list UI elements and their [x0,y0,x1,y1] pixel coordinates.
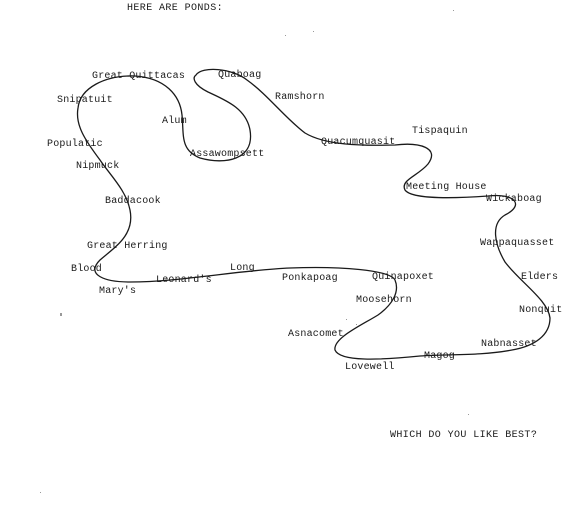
pond-label-leonards: Leonard's [156,275,212,286]
pond-label-nipmuck: Nipmuck [76,161,120,172]
pond-label-alum: Alum [162,116,187,127]
pond-label-asnacomet: Asnacomet [288,329,344,340]
pond-label-wappaquasset: Wappaquasset [480,238,555,249]
pond-label-ramshorn: Ramshorn [275,92,325,103]
pond-label-nabnasset: Nabnasset [481,339,537,350]
paper-speck [356,324,357,325]
pond-label-blood: Blood [71,264,103,275]
pond-label-quaboag: Quaboag [218,70,262,81]
pond-label-marys: Mary's [99,286,137,297]
paper-speck [40,492,41,493]
pond-label-moosehorn: Moosehorn [356,295,412,306]
paper-speck [60,313,62,316]
pond-label-ponkapoag: Ponkapoag [282,273,338,284]
paper-speck [468,414,469,415]
pond-label-lovewell: Lovewell [345,362,395,373]
pond-label-wickaboag: Wickaboag [486,194,542,205]
paper-speck [313,31,314,32]
pond-label-quinapoxet: Quinapoxet [372,272,435,283]
pond-label-assawompsett: Assawompsett [190,149,265,160]
header-title: HERE ARE PONDS: [127,3,224,14]
pond-label-populatic: Populatic [47,139,103,150]
footer-question: WHICH DO YOU LIKE BEST? [390,430,538,441]
pond-label-great-quittacas: Great Quittacas [92,71,186,82]
paper-speck [453,10,454,11]
pond-route-line [76,68,551,360]
paper-speck [285,35,286,36]
pond-label-great-herring: Great Herring [87,241,168,252]
paper-speck [346,319,347,320]
pond-label-magog: Magog [424,351,456,362]
pond-label-long: Long [230,263,255,274]
pond-label-quacumquasit: Quacumquasit [321,137,396,148]
pond-label-meeting-house: Meeting House [406,182,487,193]
pond-label-elders: Elders [521,272,559,283]
pond-label-snipatuit: Snipatuit [57,95,113,106]
pond-label-baddacook: Baddacook [105,196,161,207]
pond-label-nonquit: Nonquit [519,305,563,316]
pond-label-tispaquin: Tispaquin [412,126,468,137]
